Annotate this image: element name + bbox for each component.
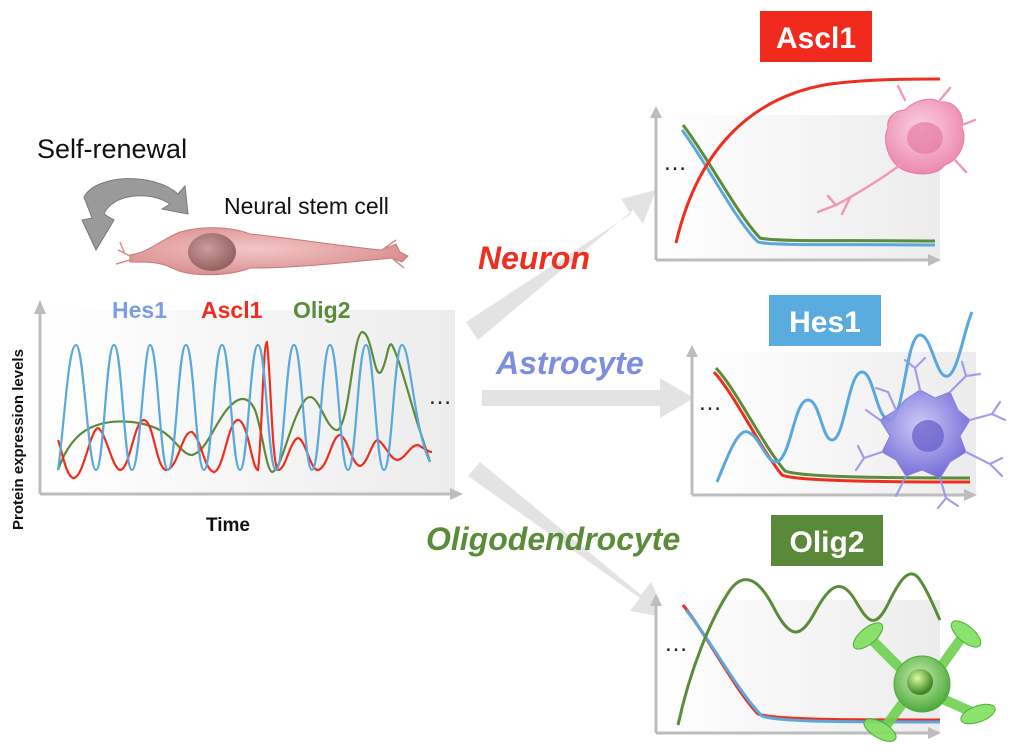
badge-olig2 bbox=[771, 515, 883, 566]
astrocyte-hes1-line bbox=[715, 311, 974, 483]
neuron-ascl1-line bbox=[674, 77, 941, 244]
neuron-arrow bbox=[466, 190, 656, 340]
fate-label-astrocyte: Astrocyte bbox=[495, 345, 644, 381]
legend-hes1: Hes1 bbox=[112, 297, 167, 323]
neural-stem-cell-icon bbox=[115, 227, 409, 276]
badge-olig2-label: Olig2 bbox=[789, 526, 864, 559]
oligodendrocyte-chart: … Olig2 bbox=[650, 515, 996, 742]
astrocyte-cell-icon bbox=[854, 356, 1007, 510]
fate-arrows bbox=[466, 190, 694, 618]
oligodendrocyte-arrow bbox=[468, 462, 668, 618]
neuron-x-arrowhead bbox=[928, 254, 941, 266]
self-renewal-label: Self-renewal bbox=[37, 134, 187, 164]
neuron-y-arrowhead bbox=[650, 106, 662, 118]
stem-ascl1-line bbox=[56, 340, 433, 480]
neuron-chart: … Ascl1 bbox=[650, 11, 977, 266]
badge-ascl1-label: Ascl1 bbox=[776, 22, 856, 55]
fate-label-neuron: Neuron bbox=[478, 240, 590, 276]
stem-oscillation-chart: Hes1 Ascl1 Olig2 … Protein expression le… bbox=[10, 297, 463, 536]
legend-ascl1: Ascl1 bbox=[201, 297, 263, 323]
astrocyte-ascl1-line bbox=[712, 370, 971, 484]
stem-chart-ellipsis: … bbox=[428, 383, 452, 410]
astrocyte-y-arrowhead bbox=[686, 345, 698, 357]
astrocyte-arrow bbox=[482, 378, 694, 418]
oligodendrocyte-cell-icon bbox=[852, 620, 996, 742]
badge-ascl1 bbox=[760, 11, 872, 62]
stem-y-label: Protein expression levels bbox=[10, 349, 27, 530]
astrocyte-olig2-line bbox=[714, 366, 971, 480]
oligodendrocyte-y-arrowhead bbox=[650, 594, 662, 606]
legend-olig2: Olig2 bbox=[293, 297, 351, 323]
astrocyte-x-arrowhead bbox=[964, 489, 977, 501]
astrocyte-chart: … Hes1 bbox=[686, 295, 1007, 510]
oligodendrocyte-olig2-line bbox=[676, 572, 942, 726]
stem-x-label: Time bbox=[206, 515, 250, 536]
stem-y-arrowhead bbox=[34, 300, 46, 314]
neuron-cell-icon bbox=[816, 84, 977, 216]
badge-hes1-label: Hes1 bbox=[789, 306, 861, 339]
stem-x-arrowhead bbox=[450, 488, 463, 500]
stem-olig2-line bbox=[56, 330, 432, 474]
self-renewal-arrow bbox=[81, 178, 189, 252]
oligodendrocyte-x-arrowhead bbox=[928, 727, 941, 739]
astrocyte-ellipsis: … bbox=[698, 389, 722, 416]
oligodendrocyte-ellipsis: … bbox=[664, 630, 688, 657]
neuron-ellipsis: … bbox=[663, 149, 687, 176]
fate-label-oligodendrocyte: Oligodendrocyte bbox=[426, 521, 680, 557]
neural-stem-cell-label: Neural stem cell bbox=[224, 193, 389, 219]
stem-hes1-line bbox=[56, 343, 431, 472]
badge-hes1 bbox=[769, 295, 881, 346]
